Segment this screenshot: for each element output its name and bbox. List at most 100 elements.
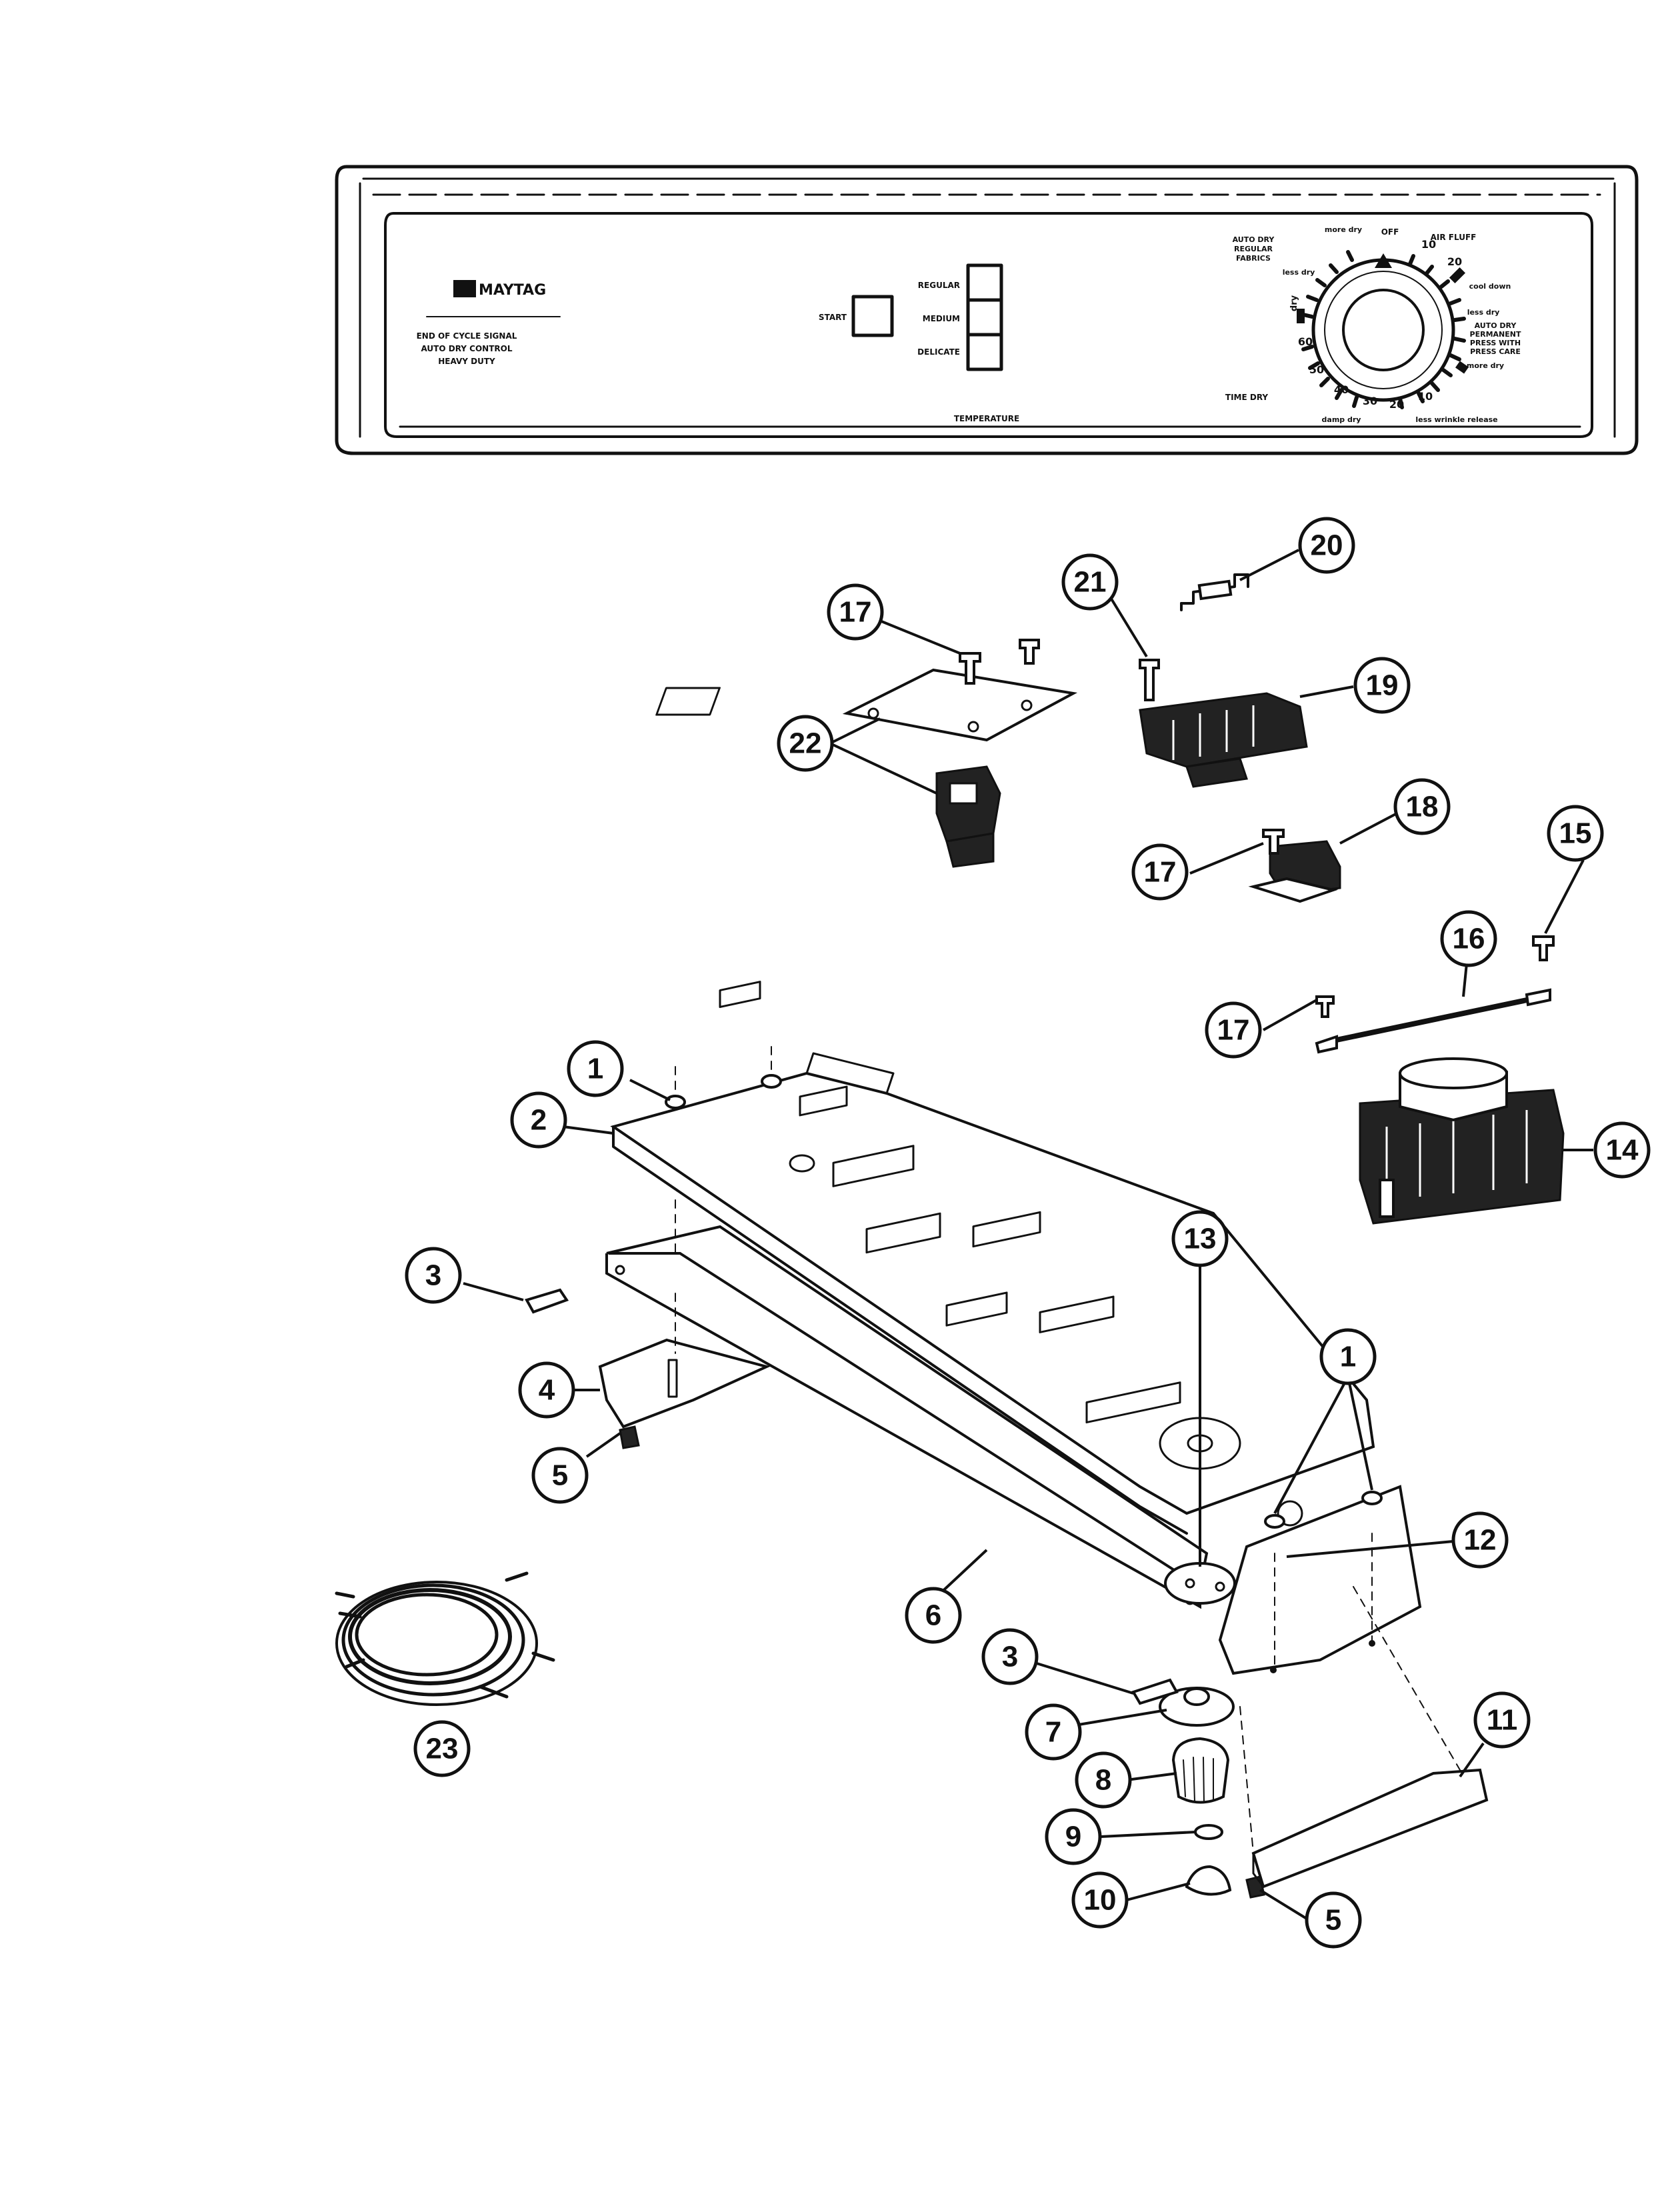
part-16-ground-strap bbox=[1315, 988, 1551, 1054]
dial-label-damp-dry: damp dry bbox=[1322, 415, 1361, 424]
dial-tick-30: 30 bbox=[1363, 395, 1377, 407]
part-7-escutcheon bbox=[1159, 1687, 1235, 1727]
part-19-switch-block bbox=[1139, 692, 1308, 788]
brand-name: MAYTAG bbox=[479, 282, 546, 299]
maytag-logo-icon bbox=[453, 280, 476, 297]
callout-4: 4 bbox=[518, 1361, 575, 1419]
temp-button-regular[interactable] bbox=[966, 263, 1003, 302]
dial-label-press-with: PRESS WITH bbox=[1470, 339, 1521, 347]
svg-text:4: 4 bbox=[539, 1374, 555, 1407]
temp-option-medium: MEDIUM bbox=[923, 314, 960, 323]
part-1-nuts bbox=[665, 1074, 1383, 1529]
svg-text:15: 15 bbox=[1559, 817, 1592, 850]
svg-text:6: 6 bbox=[925, 1599, 941, 1632]
svg-text:2: 2 bbox=[531, 1104, 547, 1137]
svg-text:16: 16 bbox=[1453, 923, 1485, 955]
dial-tick-10-bottom: 10 bbox=[1418, 390, 1433, 403]
svg-text:13: 13 bbox=[1184, 1223, 1217, 1255]
start-label: START bbox=[819, 313, 847, 322]
callout-13: 13 bbox=[1171, 1210, 1229, 1267]
part-8-knob bbox=[1171, 1737, 1230, 1804]
part-3-clip-lower bbox=[1131, 1678, 1179, 1705]
dial-label-fabrics: FABRICS bbox=[1236, 254, 1271, 263]
part-9-washer bbox=[1194, 1824, 1223, 1840]
callout-15: 15 bbox=[1547, 805, 1604, 862]
screw-pair bbox=[959, 639, 1040, 685]
svg-text:14: 14 bbox=[1606, 1134, 1639, 1167]
temp-button-delicate[interactable] bbox=[966, 333, 1003, 371]
dial-pointer-icon bbox=[1375, 253, 1392, 268]
callout-9: 9 bbox=[1045, 1808, 1102, 1865]
callout-3-upper: 3 bbox=[405, 1247, 462, 1304]
dial-tick-10-top: 10 bbox=[1421, 238, 1436, 251]
part-10-cap bbox=[1185, 1865, 1232, 1896]
dial-label-off: OFF bbox=[1381, 227, 1399, 237]
svg-text:1: 1 bbox=[1340, 1341, 1356, 1373]
callout-8: 8 bbox=[1075, 1751, 1132, 1809]
control-panel: MAYTAG END OF CYCLE SIGNAL AUTO DRY CONT… bbox=[335, 165, 1639, 455]
callout-2: 2 bbox=[510, 1091, 567, 1149]
dial-label-less-dry-right: less dry bbox=[1467, 308, 1500, 317]
svg-text:17: 17 bbox=[839, 596, 872, 629]
callout-20: 20 bbox=[1298, 517, 1355, 574]
dial-label-press-care: PRESS CARE bbox=[1470, 347, 1521, 356]
part-5-clip-left bbox=[619, 1425, 640, 1449]
callout-7: 7 bbox=[1025, 1703, 1082, 1761]
dial-label-air-fluff: AIR FLUFF bbox=[1431, 233, 1477, 242]
part-13-pad bbox=[1164, 1562, 1236, 1605]
callout-19: 19 bbox=[1353, 657, 1411, 714]
callout-16: 16 bbox=[1440, 910, 1497, 967]
callout-18: 18 bbox=[1393, 778, 1451, 835]
callout-6: 6 bbox=[905, 1587, 962, 1644]
svg-text:21: 21 bbox=[1074, 566, 1107, 599]
dial-label-permanent: PERMANENT bbox=[1470, 330, 1521, 339]
dial-tick-20-bottom: 20 bbox=[1389, 398, 1404, 411]
part-11-wedge bbox=[1251, 1768, 1489, 1889]
part-21-screw bbox=[1139, 659, 1160, 701]
svg-text:10: 10 bbox=[1084, 1884, 1117, 1917]
callout-17-middle: 17 bbox=[1131, 843, 1189, 901]
dial-label-auto-dry-2: AUTO DRY bbox=[1475, 321, 1517, 330]
callouts: 1 1 2 3 3 4 5 5 6 7 8 9 10 11 12 13 14 1… bbox=[405, 517, 1651, 1949]
temp-button-medium[interactable] bbox=[966, 298, 1003, 337]
svg-text:18: 18 bbox=[1406, 791, 1439, 823]
start-button[interactable] bbox=[851, 295, 894, 337]
svg-text:23: 23 bbox=[426, 1733, 459, 1765]
svg-text:9: 9 bbox=[1065, 1821, 1081, 1853]
part-14-timer bbox=[1359, 1057, 1565, 1225]
callout-11: 11 bbox=[1473, 1691, 1531, 1749]
svg-text:5: 5 bbox=[1325, 1904, 1341, 1937]
part-3-clip-upper bbox=[525, 1288, 569, 1314]
dial-tick-50: 50 bbox=[1309, 363, 1324, 376]
callout-1-lower: 1 bbox=[1319, 1328, 1377, 1385]
dial-label-more-dry-right: more dry bbox=[1467, 361, 1504, 370]
svg-text:5: 5 bbox=[552, 1459, 568, 1492]
svg-text:20: 20 bbox=[1311, 529, 1343, 562]
callout-5-right: 5 bbox=[1305, 1891, 1362, 1949]
dial-label-auto-dry: AUTO DRY bbox=[1233, 235, 1275, 244]
feature-2: AUTO DRY CONTROL bbox=[421, 344, 513, 353]
callout-5-left: 5 bbox=[531, 1447, 589, 1504]
part-18-relay bbox=[1248, 829, 1341, 903]
callout-21: 21 bbox=[1061, 553, 1119, 611]
svg-text:22: 22 bbox=[789, 727, 822, 760]
callout-3-lower: 3 bbox=[981, 1628, 1039, 1685]
temp-option-delicate: DELICATE bbox=[917, 347, 960, 357]
dial-label-less-dry-left: less dry bbox=[1283, 268, 1315, 277]
dial-label-wrinkle-release: less wrinkle release bbox=[1415, 415, 1497, 424]
timer-dial[interactable] bbox=[1297, 250, 1469, 409]
dial-label-more-dry-top: more dry bbox=[1325, 225, 1362, 234]
svg-text:3: 3 bbox=[1002, 1641, 1018, 1673]
part-2-control-panel-base bbox=[610, 981, 1375, 1535]
lower-sub-plate bbox=[1218, 1485, 1422, 1675]
assembly-lines bbox=[675, 1046, 1461, 1854]
svg-text:11: 11 bbox=[1487, 1704, 1518, 1737]
svg-text:8: 8 bbox=[1095, 1764, 1111, 1797]
callout-17-lower: 17 bbox=[1205, 1001, 1262, 1059]
feature-3: HEAVY DUTY bbox=[438, 357, 495, 366]
feature-1: END OF CYCLE SIGNAL bbox=[417, 331, 517, 341]
svg-text:7: 7 bbox=[1045, 1716, 1061, 1749]
temp-option-regular: REGULAR bbox=[918, 281, 960, 290]
dial-tick-60: 60 bbox=[1298, 335, 1313, 348]
callout-17-top: 17 bbox=[827, 583, 884, 641]
